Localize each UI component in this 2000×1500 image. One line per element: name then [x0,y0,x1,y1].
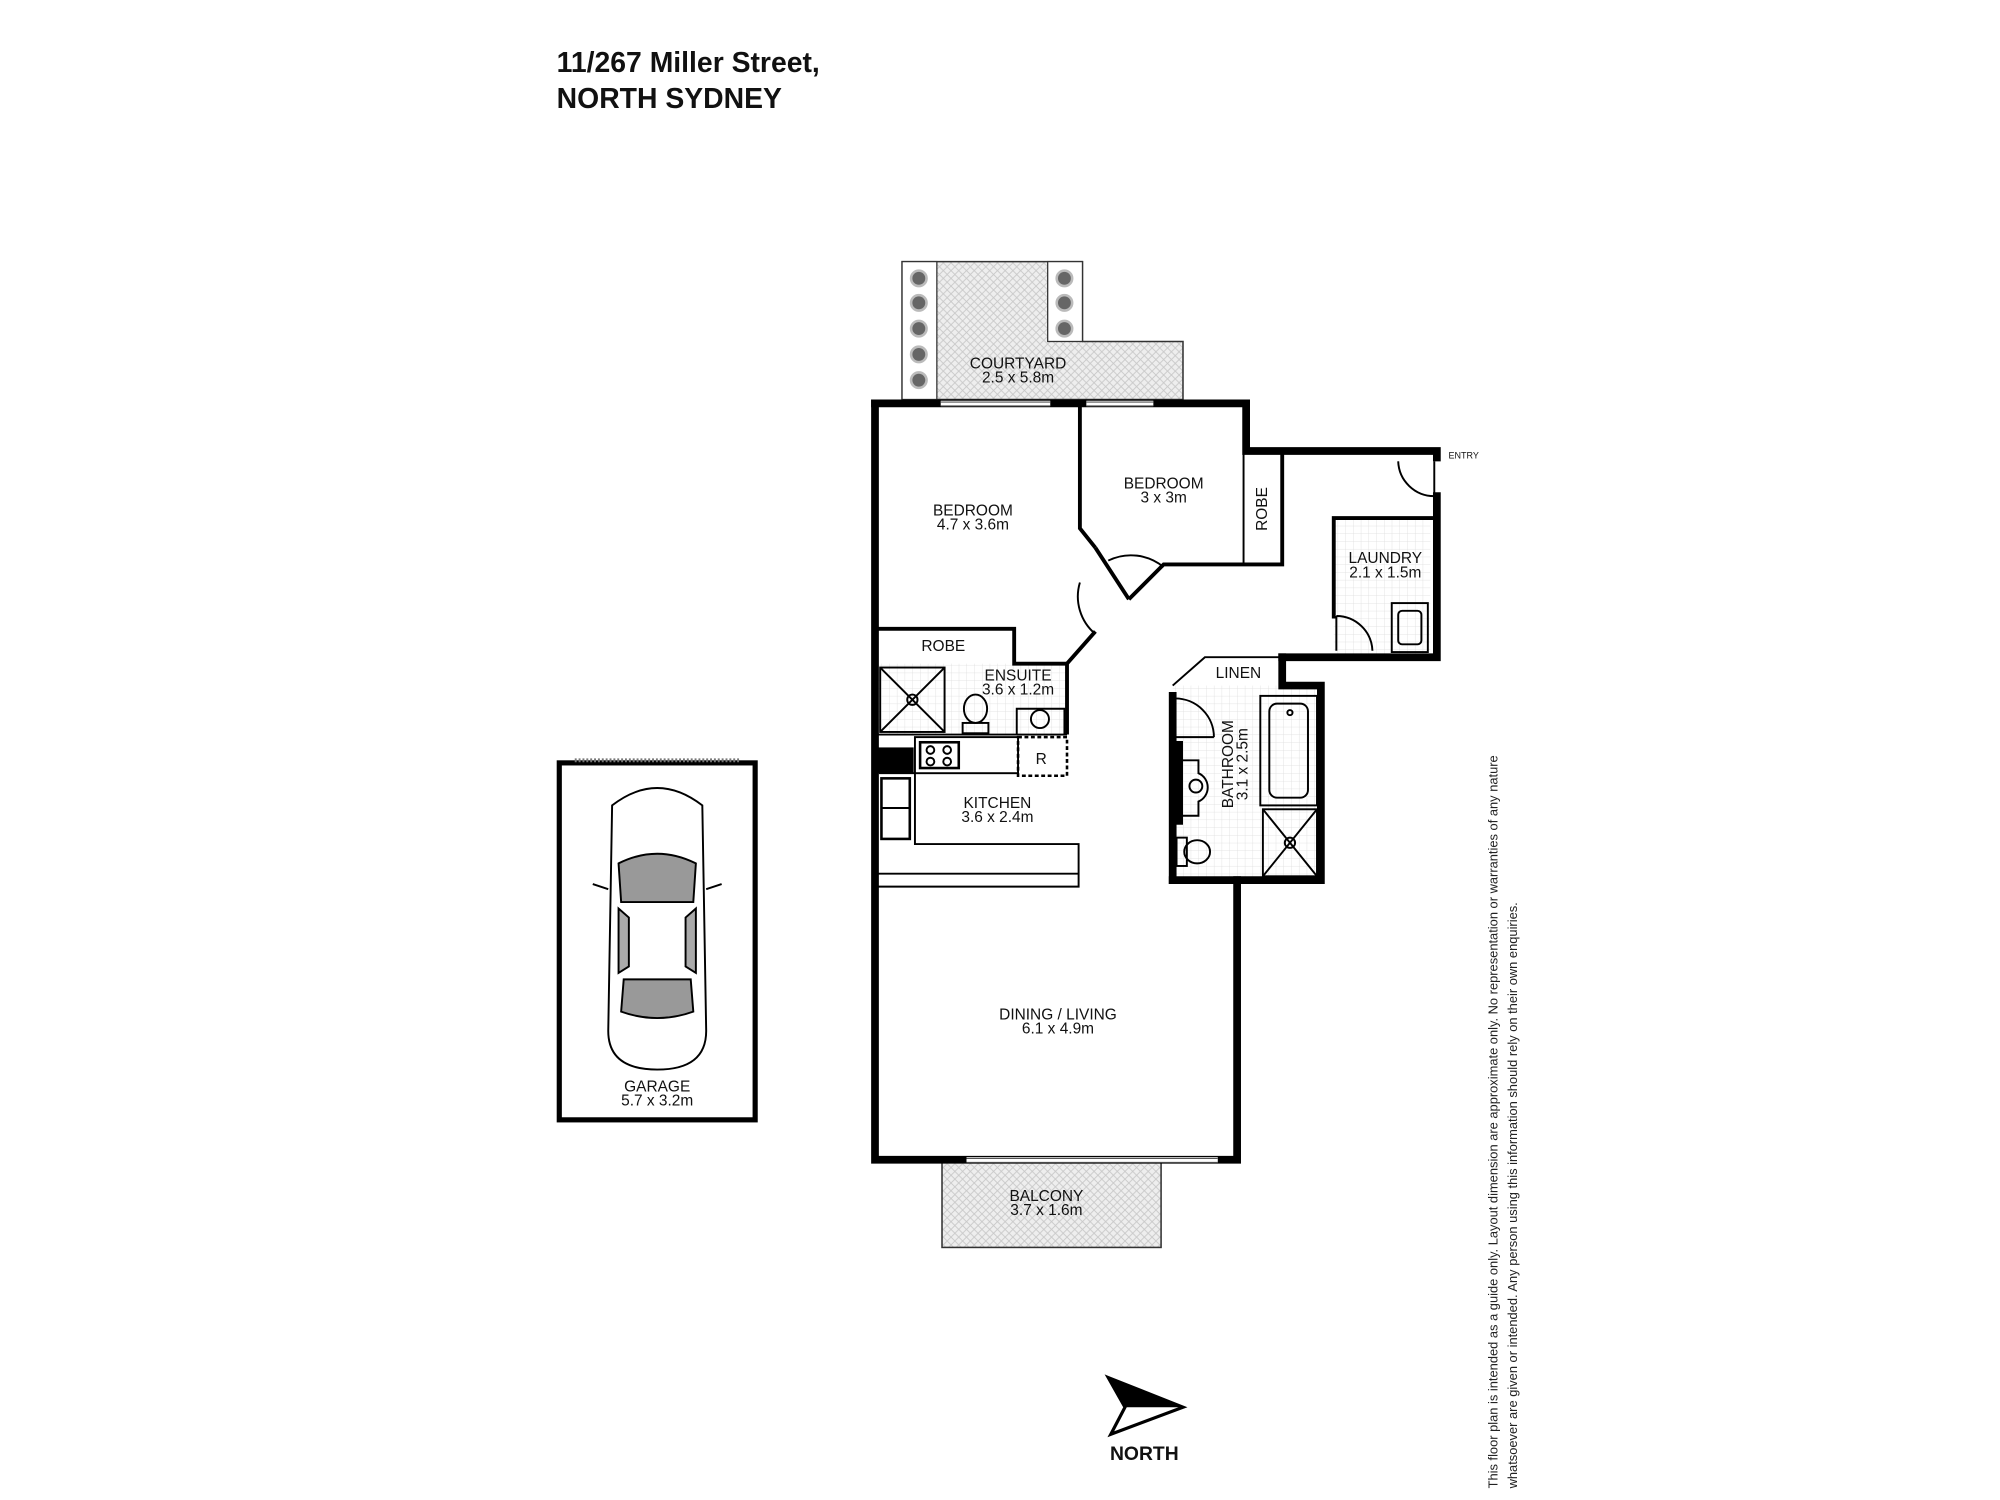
dining-living-name: DINING / LIVING [999,1006,1117,1023]
bathtub-icon [1259,694,1318,807]
plant-icon [909,269,1074,390]
toilet-icon [1183,839,1212,865]
linen-label: LINEN [1216,665,1262,682]
courtyard-name: COURTYARD [970,356,1066,373]
fridge-label: R [1036,751,1047,768]
door-icon [1076,461,1436,739]
bathroom-floor [1172,685,1321,881]
bedroom-second-size: 3 x 3m [1140,490,1186,507]
walls [871,399,1441,1164]
balcony: BALCONY 3.7 x 1.6m [941,1159,1162,1249]
bathroom-name: BATHROOM [1220,720,1237,808]
kitchen-fixtures [875,735,1080,888]
laundry-tub-icon [1390,602,1429,654]
bedroom-main-size: 4.7 x 3.6m [937,517,1009,534]
basin-icon [1188,778,1204,794]
robe-main-label: ROBE [921,638,965,655]
address-line1: 11/267 Miller Street, [557,47,820,79]
garage-name: GARAGE [624,1078,690,1095]
laundry-name: LAUNDRY [1349,550,1423,567]
dining-living-size: 6.1 x 4.9m [1022,1021,1094,1038]
garage: GARAGE 5.7 x 3.2m [556,758,758,1123]
shower-icon [1261,808,1318,878]
courtyard: COURTYARD 2.5 x 5.8m [901,260,1184,401]
bathroom-fixtures [1175,694,1318,878]
address-line2: NORTH SYDNEY [557,83,782,115]
disclaimer-line2: whatsoever are given or intended. Any pe… [1505,902,1520,1489]
north-arrow-icon [1104,1374,1188,1438]
fridge-space [1016,735,1069,778]
ensuite-size: 3.6 x 1.2m [982,682,1054,699]
balcony-name: BALCONY [1009,1188,1083,1205]
disclaimer-line1: This floor plan is intended as a guide o… [1485,755,1500,1488]
garage-size: 5.7 x 3.2m [621,1093,693,1110]
bedroom-main-name: BEDROOM [933,502,1013,519]
ensuite-fixtures [879,666,1066,735]
car-icon [592,787,722,1071]
bathroom-size: 3.1 x 2.5m [1234,728,1251,800]
courtyard-size: 2.5 x 5.8m [982,370,1054,387]
robe-second-label: ROBE [1254,487,1271,531]
bedroom-second-name: BEDROOM [1124,475,1204,492]
balcony-size: 3.7 x 1.6m [1010,1202,1082,1219]
ensuite-name: ENSUITE [985,667,1052,684]
sink-icon [1029,709,1050,730]
laundry-size: 2.1 x 1.5m [1349,564,1421,581]
kitchen-size: 3.6 x 2.4m [961,809,1033,826]
north-label: NORTH [1110,1444,1179,1465]
cooktop-icon [918,740,961,770]
kitchen-name: KITCHEN [964,795,1032,812]
laundry-floor [1333,518,1431,655]
entry-label: ENTRY [1448,451,1478,461]
